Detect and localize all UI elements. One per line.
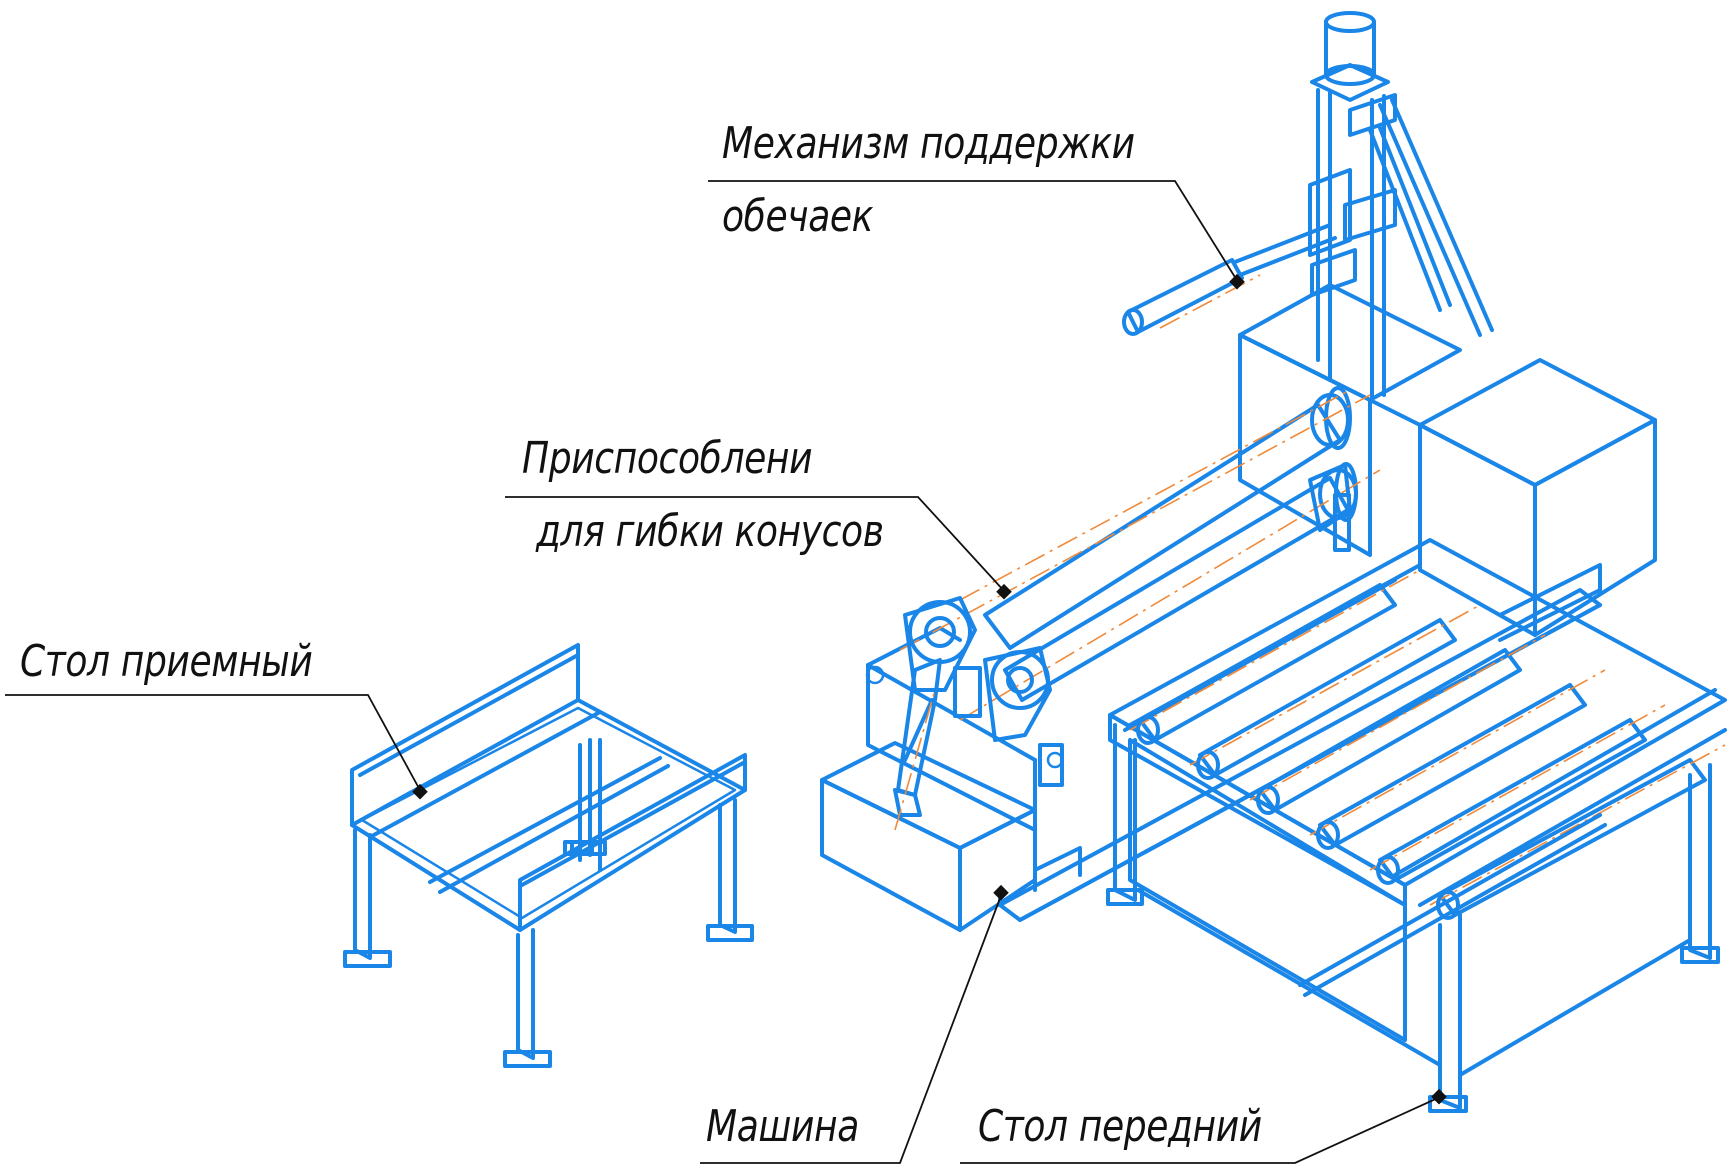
support-mechanism-label-line1: Механизм поддержки [722, 118, 1135, 169]
callout-leaders [5, 180, 1447, 1164]
bending-rolls [865, 386, 1381, 831]
support-mechanism-label-line2: обечаек [722, 191, 874, 242]
drive-block [1238, 283, 1657, 642]
machine-label: Машина [706, 1101, 859, 1152]
support-mechanism [1122, 11, 1494, 402]
receiving-table-frame [343, 643, 754, 1068]
front-table-label: Стол передний [978, 1101, 1262, 1152]
cone-device-label-line2: для гибки конусов [536, 506, 884, 557]
front-roller-table [1106, 538, 1727, 1113]
receiving-table-label: Стол приемный [20, 636, 313, 687]
cone-device-label-line1: Приспособлени [522, 433, 813, 484]
